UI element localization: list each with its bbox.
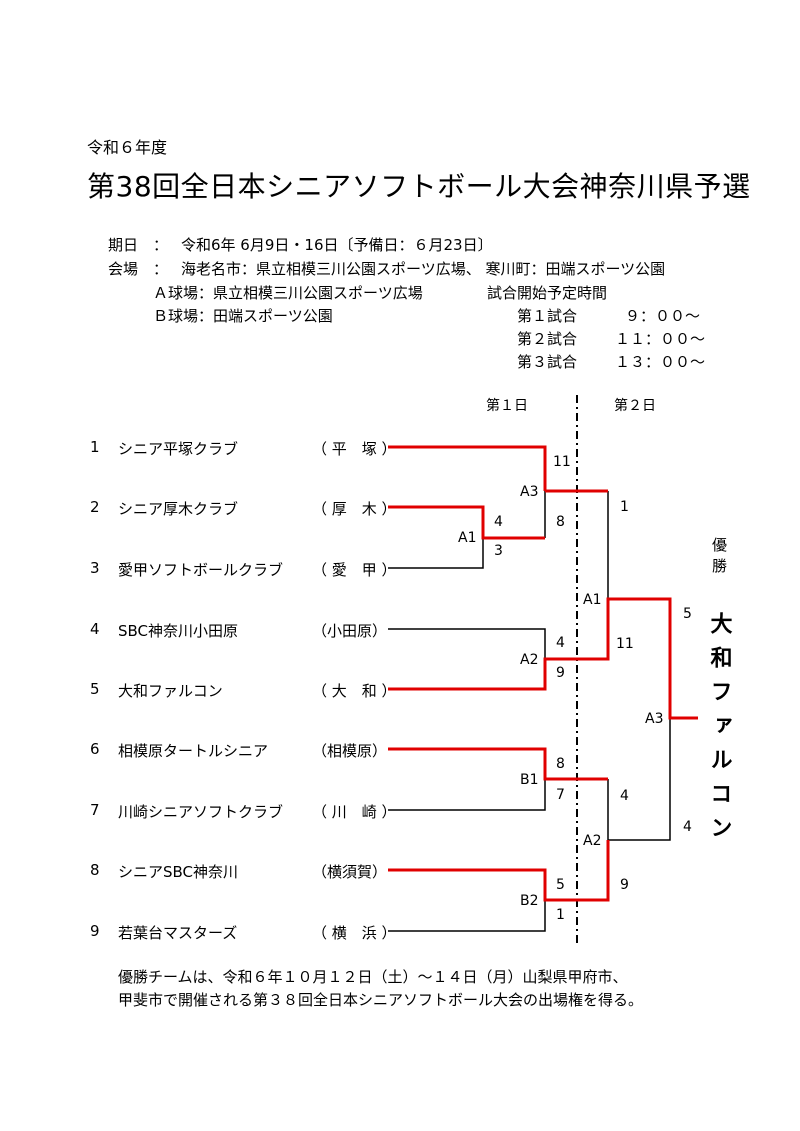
team-area: （相模原） — [312, 742, 388, 760]
game-score: 7 — [556, 787, 565, 803]
game-score: 1 — [556, 907, 565, 923]
venue-value: 海老名市：県立相模三川公園スポーツ広場、 寒川町：田端スポーツ公園 — [181, 260, 666, 278]
game-score: 4 — [620, 788, 629, 804]
date-label: 期日 — [108, 236, 139, 254]
winner-line — [388, 597, 698, 720]
game-score: 5 — [556, 877, 565, 893]
team-name: SBC神奈川小田原 — [118, 622, 239, 640]
team-name: 愛甲ソフトボールクラブ — [118, 561, 284, 579]
game-label: A1 — [583, 592, 601, 608]
bracket-line — [388, 538, 484, 569]
game-score: 4 — [494, 514, 503, 530]
team-area: （横須賀） — [312, 863, 388, 881]
bracket-line — [388, 779, 546, 811]
team-area: （ 大 和 ） — [312, 682, 397, 700]
team-area: （ 横 浜 ） — [312, 924, 397, 942]
bracket-line — [608, 718, 671, 841]
game-label: A2 — [583, 833, 601, 849]
venue-separator: ： — [153, 260, 169, 278]
game-score: 4 — [556, 635, 565, 651]
game-label: A2 — [520, 652, 538, 668]
schedule-title: 試合開始予定時間 — [487, 284, 608, 302]
game-score: 8 — [556, 756, 565, 772]
team-name: 大和ファルコン — [118, 682, 223, 700]
day2-label: 第２日 — [614, 397, 656, 414]
date-value: 令和6年 6月9日・16日〔予備日：６月23日〕 — [181, 236, 493, 254]
winner-line — [388, 747, 608, 781]
team-area: （ 平 塚 ） — [312, 440, 397, 458]
team-number: 9 — [90, 922, 100, 940]
game-label: A3 — [645, 711, 663, 727]
team-name: シニア平塚クラブ — [118, 440, 239, 458]
schedule-time-2: １１：００～ — [615, 330, 706, 348]
schedule-label-3: 第３試合 — [517, 353, 578, 371]
note-line-2: 甲斐市で開催される第３８回全日本シニアソフトボール大会の出場権を得る。 — [118, 991, 644, 1009]
team-area: （ 川 崎 ） — [312, 803, 397, 821]
winner-line — [388, 840, 610, 902]
schedule-label-1: 第１試合 — [517, 307, 578, 325]
team-name: 若葉台マスターズ — [118, 924, 238, 942]
tournament-year: 令和６年度 — [87, 138, 168, 157]
game-score: 3 — [494, 543, 503, 559]
team-number: 4 — [90, 620, 100, 638]
team-area: （ 愛 甲 ） — [312, 561, 397, 579]
game-label: A3 — [520, 484, 538, 500]
winner-line — [388, 505, 545, 540]
schedule-label-2: 第２試合 — [517, 330, 578, 348]
schedule-time-3: １３：００～ — [615, 353, 706, 371]
team-number: 2 — [90, 498, 100, 516]
game-score: 11 — [616, 636, 634, 652]
winner-line — [388, 445, 547, 491]
team-area: （ 厚 木 ） — [312, 500, 397, 518]
schedule-time-1: ９：００～ — [625, 307, 701, 325]
venue-label: 会場 — [108, 260, 139, 278]
field-a: Ａ球場：県立相模三川公園スポーツ広場 — [153, 284, 423, 302]
game-label: B1 — [520, 772, 539, 788]
team-number: 5 — [90, 680, 100, 698]
team-number: 6 — [90, 740, 100, 758]
team-name: シニア厚木クラブ — [118, 500, 239, 518]
game-label: A1 — [458, 530, 476, 546]
game-label: B2 — [520, 893, 539, 909]
team-area: （小田原） — [312, 622, 388, 640]
bracket-line — [388, 628, 546, 659]
field-b: Ｂ球場：田端スポーツ公園 — [153, 307, 333, 325]
game-score: 1 — [620, 499, 629, 515]
date-separator: ： — [153, 236, 169, 254]
note-line-1: 優勝チームは、令和６年１０月１２日（土）～１４日（月）山梨県甲府市、 — [118, 968, 628, 986]
team-number: 1 — [90, 438, 100, 456]
game-score: 8 — [556, 514, 565, 530]
day1-label: 第１日 — [486, 397, 528, 414]
team-number: 8 — [90, 861, 100, 879]
game-score: 9 — [556, 665, 565, 681]
game-score: 5 — [683, 606, 692, 622]
bracket-line — [388, 900, 546, 932]
team-number: 3 — [90, 559, 100, 577]
team-name: シニアSBC神奈川 — [118, 863, 239, 881]
winner-label: 優勝 — [710, 537, 728, 579]
page-title: 第38回全日本シニアソフトボール大会神奈川県予選 — [87, 170, 751, 203]
team-name: 川崎シニアソフトクラブ — [118, 803, 284, 821]
game-score: 9 — [620, 877, 629, 893]
game-score: 4 — [683, 819, 692, 835]
team-name: 相模原タートルシニア — [118, 742, 269, 760]
game-score: 11 — [553, 454, 571, 470]
team-number: 7 — [90, 801, 100, 819]
champion-name: 大和ファルコン — [707, 612, 733, 850]
